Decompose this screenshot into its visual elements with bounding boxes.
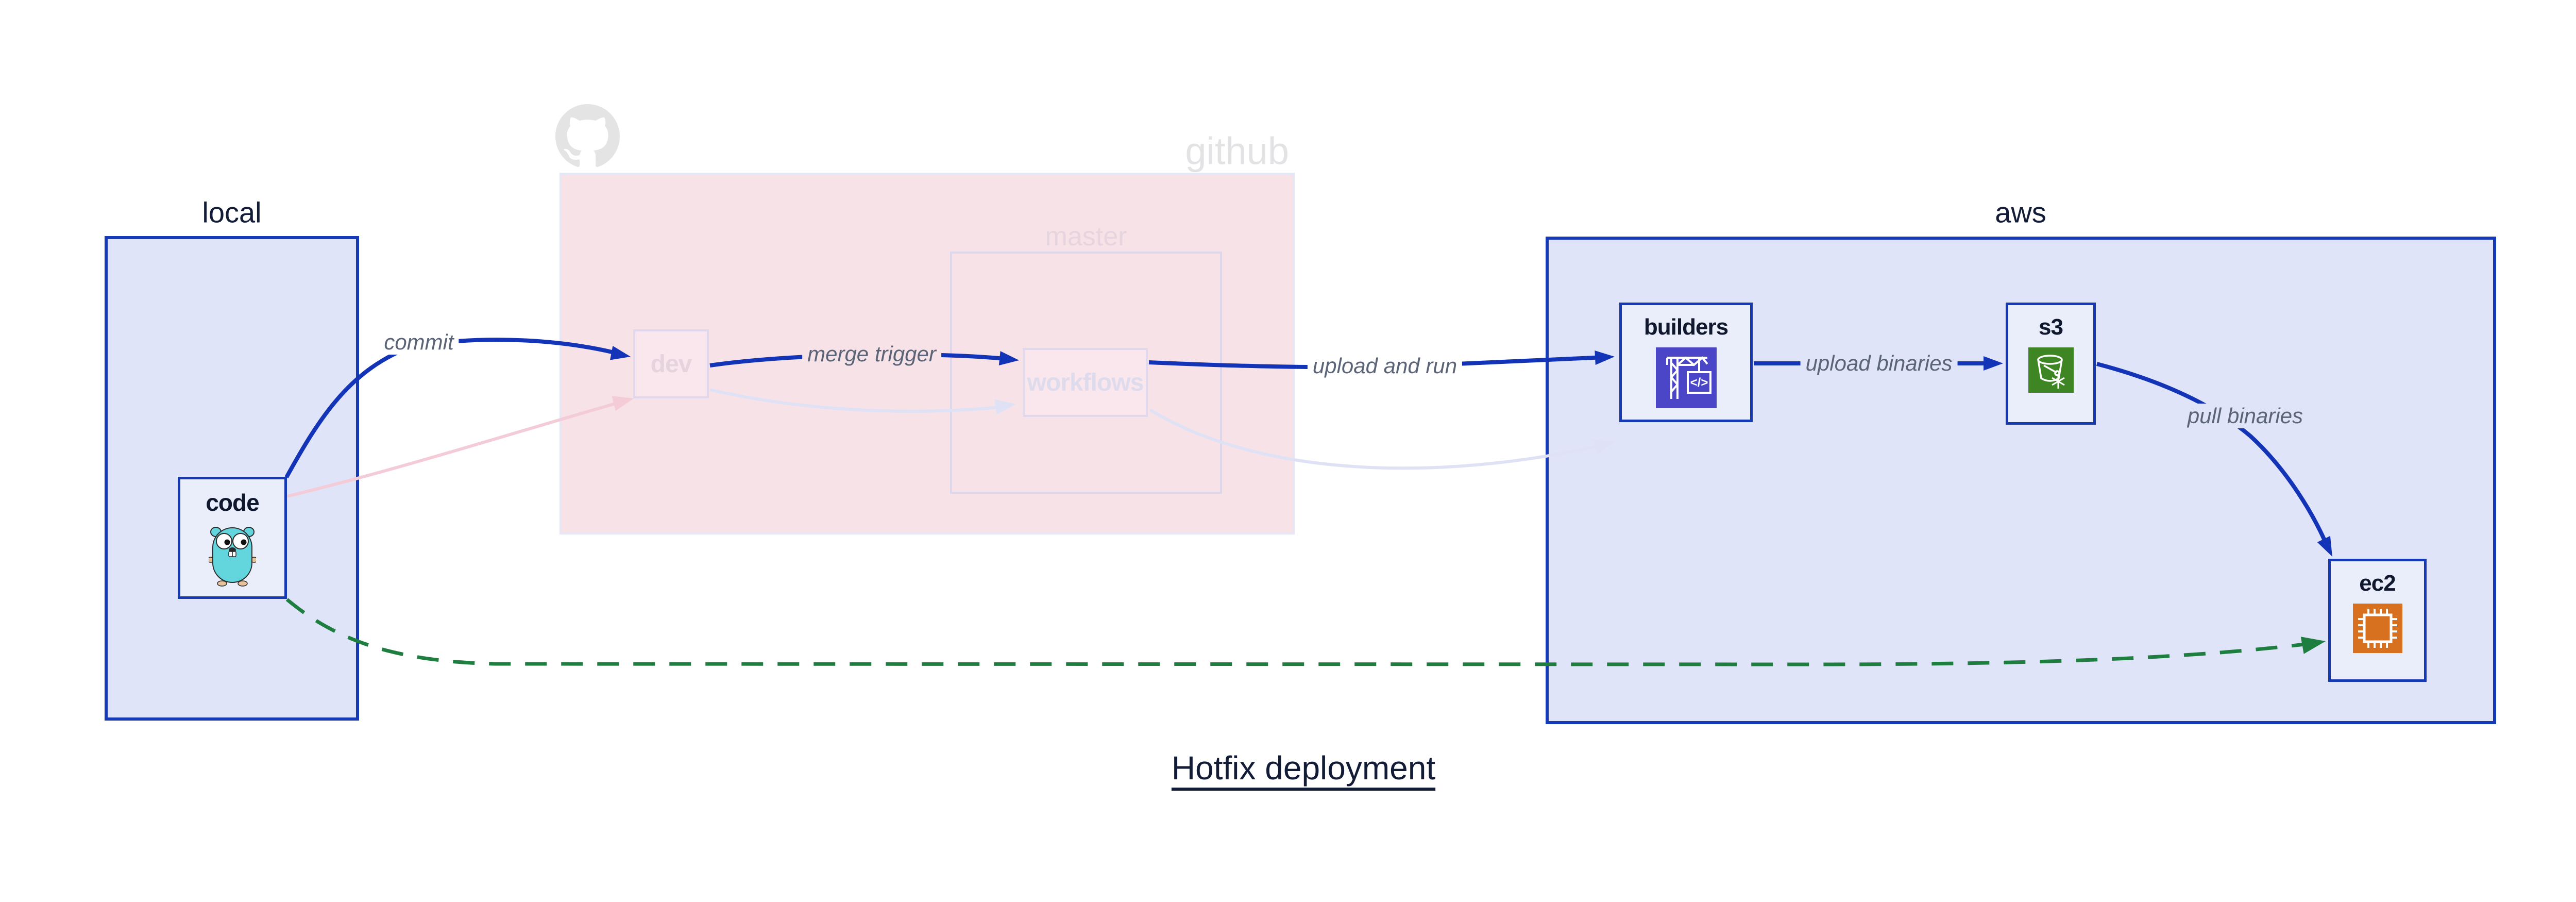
node-code: code	[178, 477, 287, 599]
codebuild-glyph: </>	[1690, 376, 1708, 390]
s3-bucket-icon	[2028, 347, 2074, 395]
node-ec2: ec2	[2328, 559, 2427, 682]
node-dev: dev	[633, 329, 709, 398]
node-builders: builders </>	[1619, 303, 1753, 422]
ec2-chip-icon	[2352, 604, 2402, 656]
node-ec2-label: ec2	[2359, 571, 2396, 596]
diagram-title: Hotfix deployment	[1171, 749, 1436, 787]
node-workflows: workflows	[1023, 348, 1148, 417]
edge-label-upload-binaries: upload binaries	[1800, 351, 1958, 376]
node-builders-label: builders	[1643, 314, 1728, 340]
node-s3-label: s3	[2039, 314, 2063, 340]
edge-label-pull-binaries: pull binaries	[2182, 404, 2309, 428]
edge-label-commit: commit	[379, 330, 459, 355]
github-container-label: github	[1185, 129, 1289, 173]
node-dev-label: dev	[650, 350, 692, 378]
master-branch-label: master	[1045, 222, 1127, 252]
node-s3: s3	[2006, 303, 2096, 425]
aws-container-label: aws	[1995, 196, 2046, 229]
node-workflows-label: workflows	[1027, 369, 1144, 396]
github-octocat-icon	[555, 104, 620, 171]
node-code-label: code	[206, 489, 259, 516]
edge-label-upload-and-run: upload and run	[1307, 354, 1463, 378]
local-container-label: local	[202, 196, 262, 229]
go-gopher-icon	[207, 524, 258, 589]
codebuild-crane-icon: </>	[1655, 347, 1717, 411]
master-branch-container	[950, 252, 1222, 494]
edge-label-merge-trigger: merge trigger	[802, 342, 941, 366]
